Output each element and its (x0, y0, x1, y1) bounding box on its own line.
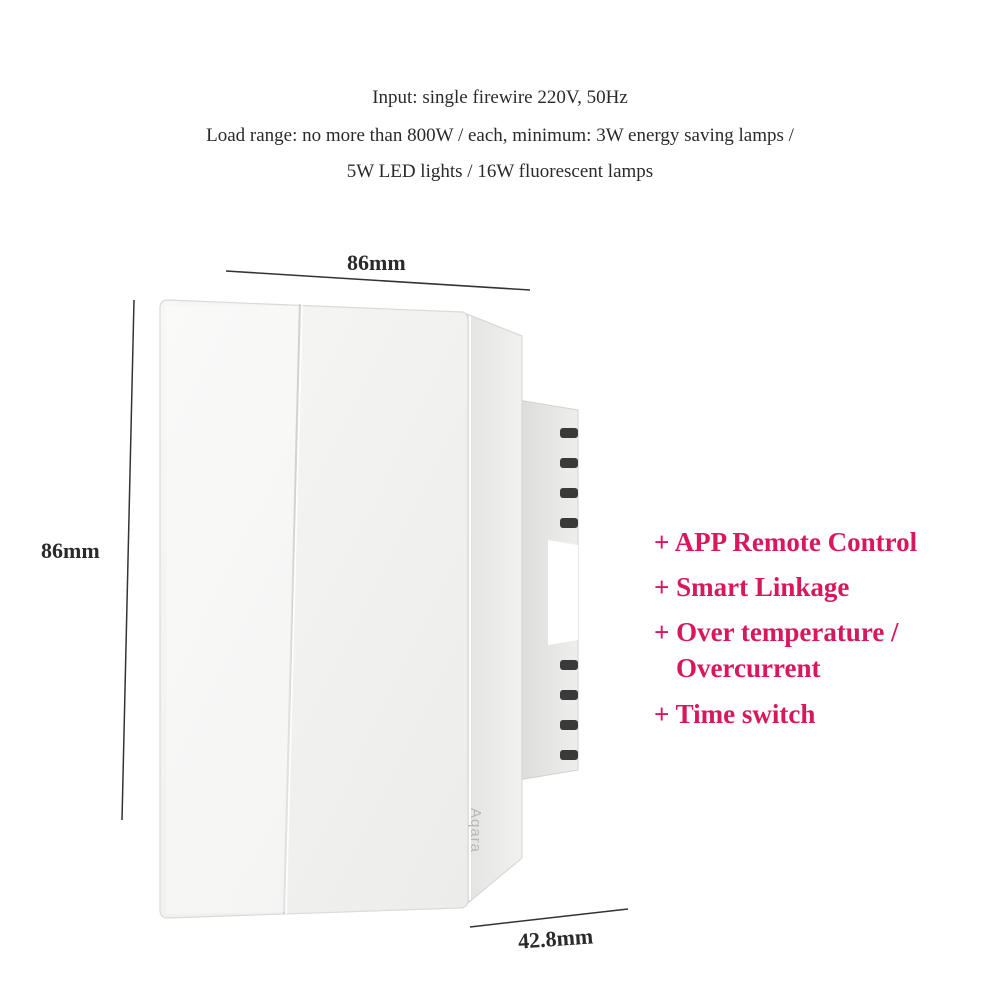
switch-front-panel (159, 299, 469, 919)
rocker-divider (283, 303, 301, 915)
feature-overcurrent: Overcurrent (676, 653, 821, 683)
feature-app-remote-control: + APP Remote Control (654, 527, 918, 557)
height-dimension-line (121, 299, 135, 821)
depth-dimension-line (469, 908, 629, 928)
spec-load-range-continued: 5W LED lights / 16W fluorescent lamps (346, 161, 654, 182)
depth-dimension-label: 42.8mm (517, 923, 594, 954)
width-dimension-label: 86mm (347, 250, 406, 275)
feature-time-switch: + Time switch (654, 699, 816, 729)
width-dimension-line (225, 270, 531, 291)
feature-over-temperature: + Over temperature / (654, 617, 899, 647)
mounting-box (517, 399, 579, 781)
feature-smart-linkage: + Smart Linkage (654, 572, 850, 602)
spec-load-range: Load range: no more than 800W / each, mi… (206, 125, 794, 146)
spec-input: Input: single firewire 220V, 50Hz (372, 87, 628, 108)
height-dimension-label: 86mm (41, 538, 100, 563)
brand-logo: Aqara (467, 808, 484, 854)
